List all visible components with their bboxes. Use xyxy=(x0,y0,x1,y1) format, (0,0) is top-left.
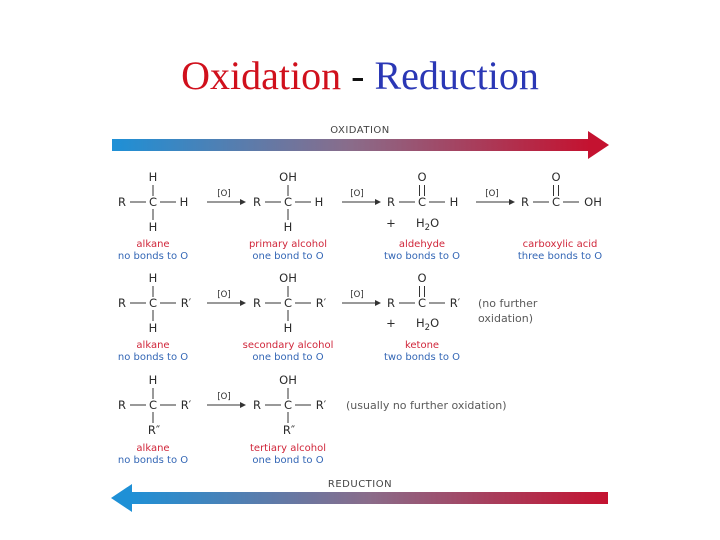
atom-r-prime: R′ xyxy=(181,296,192,310)
atom-h: H xyxy=(149,220,158,234)
row1-carboxylic-acid-bonds: three bonds to O xyxy=(518,251,602,262)
row2-ketone-structure: O R C R′ xyxy=(387,271,461,310)
reagent-label: [O] xyxy=(217,189,230,199)
reaction-arrow xyxy=(476,199,515,205)
atom-c: C xyxy=(284,296,292,310)
atom-oh: OH xyxy=(279,373,297,387)
atom-h: H xyxy=(450,195,459,209)
atom-r-prime: R′ xyxy=(450,296,461,310)
atom-r-prime: R′ xyxy=(316,296,327,310)
water-formula: H2O xyxy=(416,216,439,233)
row1-primary-alcohol-name: primary alcohol xyxy=(249,239,327,250)
reagent-label: [O] xyxy=(350,189,363,199)
row1-aldehyde-name: aldehyde xyxy=(399,239,445,250)
row1-alkane-name: alkane xyxy=(136,239,169,250)
title-oxidation: Oxidation xyxy=(181,53,342,98)
row3-alkane-structure: H R C R′ R″ xyxy=(118,373,192,437)
reaction-arrow xyxy=(342,300,381,306)
row2-alkane-structure: H R C R′ H xyxy=(118,271,192,335)
atom-c: C xyxy=(284,398,292,412)
row2-secondary-alcohol-bonds: one bond to O xyxy=(252,352,323,363)
atom-oh: OH xyxy=(279,271,297,285)
title-separator: - xyxy=(351,53,365,98)
row2-alkane-bonds: no bonds to O xyxy=(118,352,188,363)
reagent-label: [O] xyxy=(217,290,230,300)
reaction-arrow xyxy=(207,199,246,205)
oxidation-label: OXIDATION xyxy=(330,125,390,136)
atom-h: H xyxy=(180,195,189,209)
row1-aldehyde-bonds: two bonds to O xyxy=(384,251,460,262)
atom-h: H xyxy=(315,195,324,209)
atom-r-prime: R′ xyxy=(181,398,192,412)
atom-h: H xyxy=(149,321,158,335)
row2-ketone-bonds: two bonds to O xyxy=(384,352,460,363)
plus-sign: + xyxy=(386,316,396,330)
atom-oh: OH xyxy=(584,195,602,209)
atom-r-prime: R′ xyxy=(316,398,327,412)
water-formula: H2O xyxy=(416,316,439,333)
atom-o: O xyxy=(417,170,426,184)
atom-r: R xyxy=(253,195,261,209)
row3-tertiary-alcohol-structure: OH R C R′ R″ xyxy=(253,373,327,437)
row2-note-line2: oxidation) xyxy=(478,312,533,325)
row3-tertiary-alcohol-name: tertiary alcohol xyxy=(250,443,326,454)
row2-note-line1: (no further xyxy=(478,297,538,310)
row2-ketone-name: ketone xyxy=(405,340,439,351)
atom-r: R xyxy=(387,296,395,310)
title-reduction: Reduction xyxy=(374,53,539,98)
row1-carboxylic-acid-structure: O R C OH xyxy=(521,170,602,209)
reduction-arrow xyxy=(111,484,608,512)
atom-r: R xyxy=(253,398,261,412)
oxidation-arrow xyxy=(112,131,609,159)
row1-primary-alcohol-structure: OH R C H H xyxy=(253,170,323,234)
atom-c: C xyxy=(149,398,157,412)
row2-secondary-alcohol-structure: OH R C R′ H xyxy=(253,271,327,335)
atom-o: O xyxy=(551,170,560,184)
atom-r: R xyxy=(118,296,126,310)
atom-r: R xyxy=(118,398,126,412)
reagent-label: [O] xyxy=(217,392,230,402)
atom-r: R xyxy=(521,195,529,209)
atom-c: C xyxy=(284,195,292,209)
reagent-label: [O] xyxy=(350,290,363,300)
atom-r-double-prime: R″ xyxy=(283,423,296,437)
row1-water-byproduct: + H2O xyxy=(386,216,439,233)
atom-c: C xyxy=(552,195,560,209)
row3-note: (usually no further oxidation) xyxy=(346,399,507,412)
row3-alkane-name: alkane xyxy=(136,443,169,454)
atom-oh: OH xyxy=(279,170,297,184)
reaction-arrow xyxy=(207,300,246,306)
atom-r-double-prime: R″ xyxy=(148,423,161,437)
atom-o: O xyxy=(417,271,426,285)
atom-c: C xyxy=(418,296,426,310)
row2-alkane-name: alkane xyxy=(136,340,169,351)
reagent-label: [O] xyxy=(485,189,498,199)
atom-h: H xyxy=(284,321,293,335)
row2-water-byproduct: + H2O xyxy=(386,316,439,333)
atom-h: H xyxy=(149,170,158,184)
atom-c: C xyxy=(149,195,157,209)
row1-alkane-bonds: no bonds to O xyxy=(118,251,188,262)
atom-h: H xyxy=(284,220,293,234)
page-title: Oxidation - Reduction xyxy=(0,52,720,100)
reaction-arrow xyxy=(342,199,381,205)
row1-primary-alcohol-bonds: one bond to O xyxy=(252,251,323,262)
row1-alkane-structure: H R C H H xyxy=(118,170,188,234)
atom-r: R xyxy=(253,296,261,310)
row1-carboxylic-acid-name: carboxylic acid xyxy=(523,239,598,250)
atom-h: H xyxy=(149,271,158,285)
atom-c: C xyxy=(418,195,426,209)
atom-h: H xyxy=(149,373,158,387)
row3-tertiary-alcohol-bonds: one bond to O xyxy=(252,455,323,466)
row1-aldehyde-structure: O R C H xyxy=(387,170,458,209)
reduction-label: REDUCTION xyxy=(328,479,392,490)
row3-alkane-bonds: no bonds to O xyxy=(118,455,188,466)
atom-r: R xyxy=(118,195,126,209)
reaction-arrow xyxy=(207,402,246,408)
row2-secondary-alcohol-name: secondary alcohol xyxy=(243,340,334,351)
atom-c: C xyxy=(149,296,157,310)
atom-r: R xyxy=(387,195,395,209)
plus-sign: + xyxy=(386,216,396,230)
